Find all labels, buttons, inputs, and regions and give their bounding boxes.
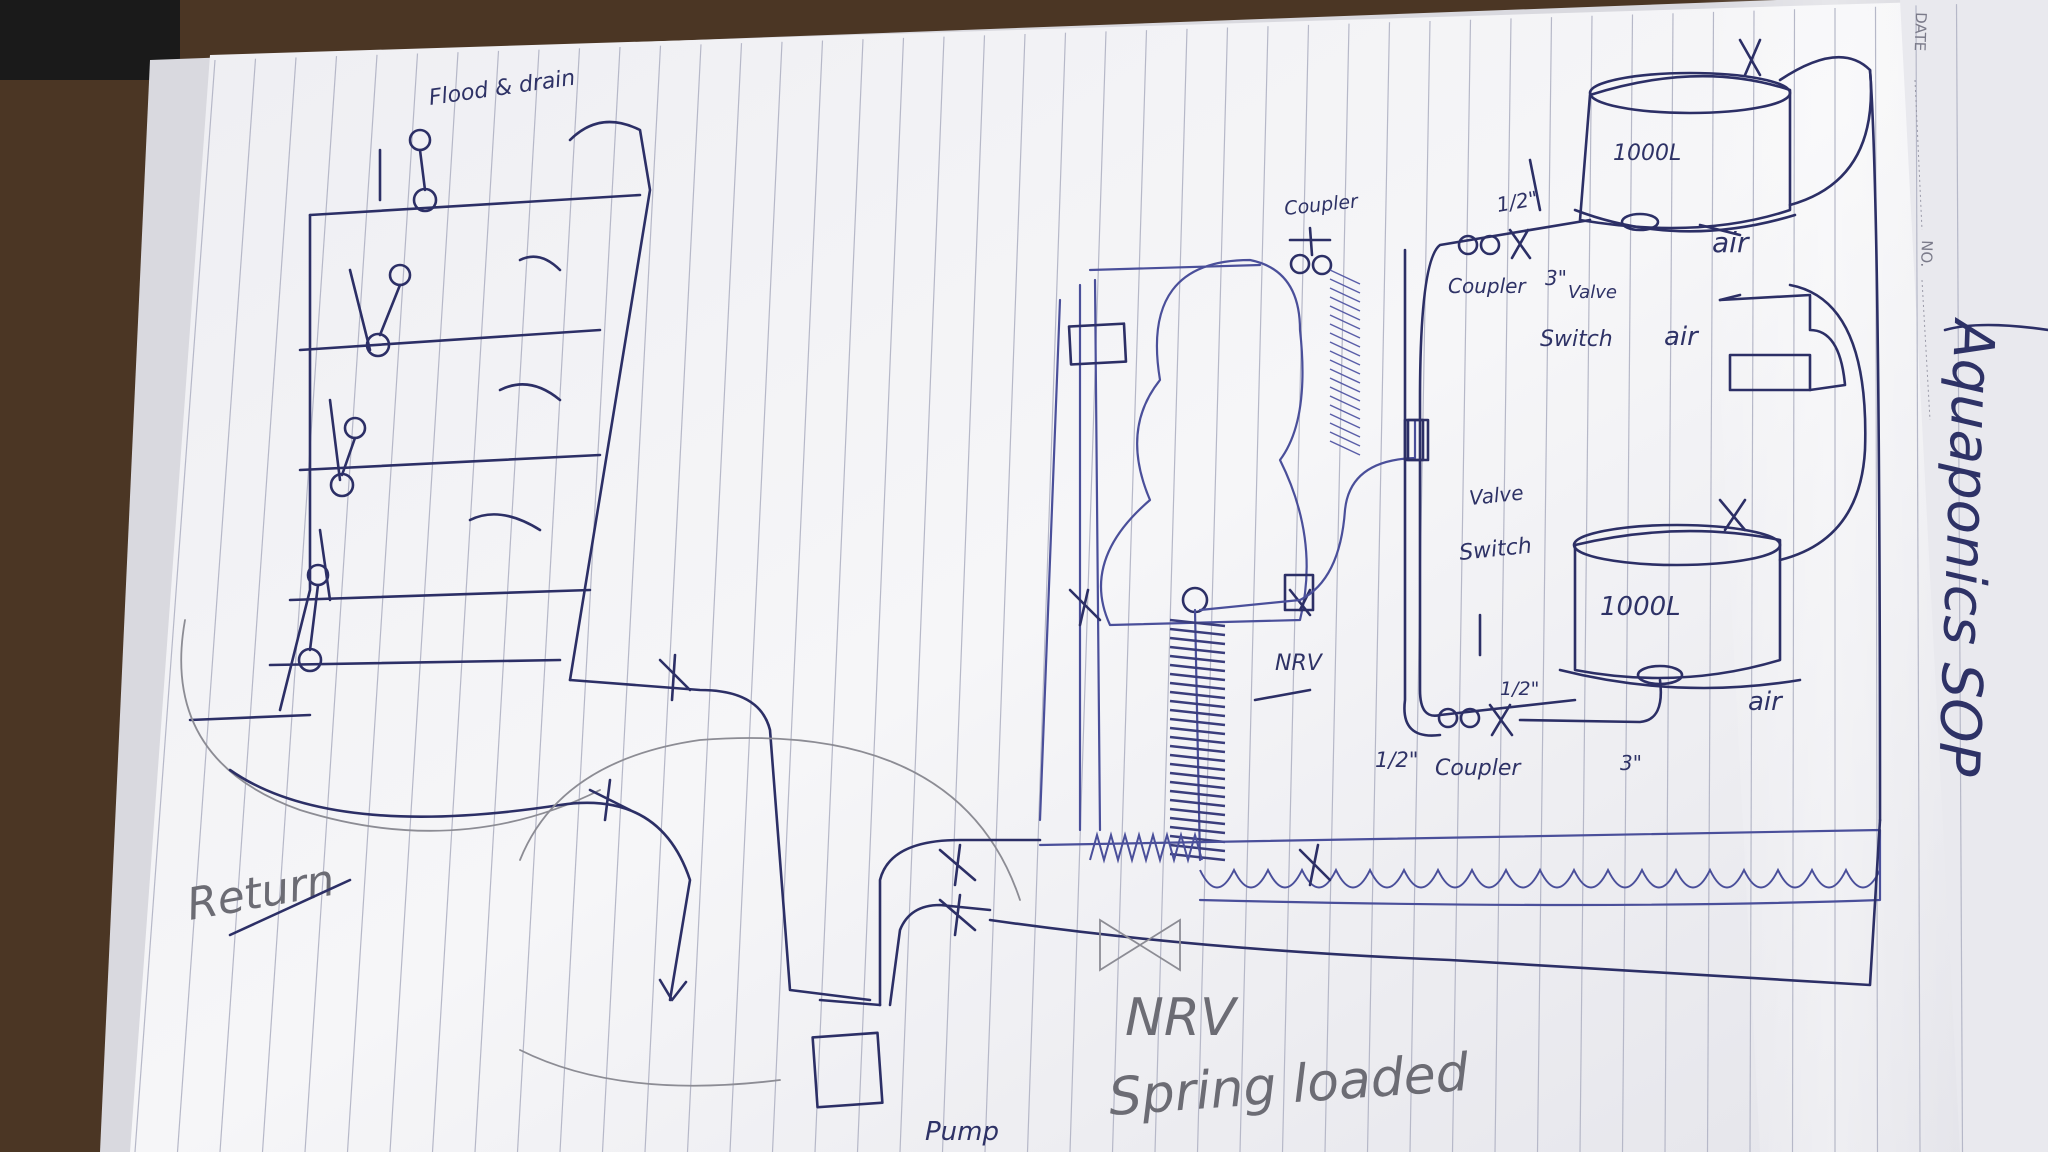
pump-label: Pump [925,1117,999,1147]
coupler-mid-label: Coupler [1448,274,1527,298]
nrv-small-label: NRV [1275,651,1324,676]
half-inch-bottom-left-label: 1/2" [1375,748,1418,772]
return-line [180,619,1021,1087]
valve-switch-mid-line1: Valve [1468,480,1525,510]
side-title: Aquaponics SOP [1925,317,2006,778]
page-sheen [1700,0,1960,1152]
date-label: DATE [1911,12,1930,52]
nrv-spring-valve [1099,918,1181,972]
bottom-manifold [811,818,1882,1109]
valve-switch-top-line1: Valve [1568,282,1617,303]
half-inch-bottom-right-label: 1/2" [1500,678,1539,700]
air-label-2: air [1664,322,1700,352]
tank-bottom-label: 1000L [1600,592,1681,622]
tank-top-label: 1000L [1613,141,1681,166]
nrv-big-label: NRV [1125,988,1239,1048]
no-label: NO. [1917,240,1936,268]
facing-page [1900,0,2048,1152]
coupler-bottom-label: Coupler [1435,756,1522,781]
valve-switch-top-line2: Switch [1540,327,1613,352]
ruled-lines [134,4,1964,1152]
right-piping [1403,68,1882,822]
air-label-3: air [1748,687,1784,717]
side-title-mark [1943,323,2048,332]
grow-beds-sketch [188,120,872,1002]
tank-bottom [1558,283,1867,690]
notebook-page [130,0,2020,1152]
filter-tank-sketch [1038,226,1425,862]
return-underline [228,878,352,937]
three-inch-top-label: 3" [1545,266,1567,290]
air-label-1: air [1712,226,1750,259]
three-inch-bottom-label: 3" [1620,751,1642,775]
nrv-small-underline [1253,688,1312,702]
